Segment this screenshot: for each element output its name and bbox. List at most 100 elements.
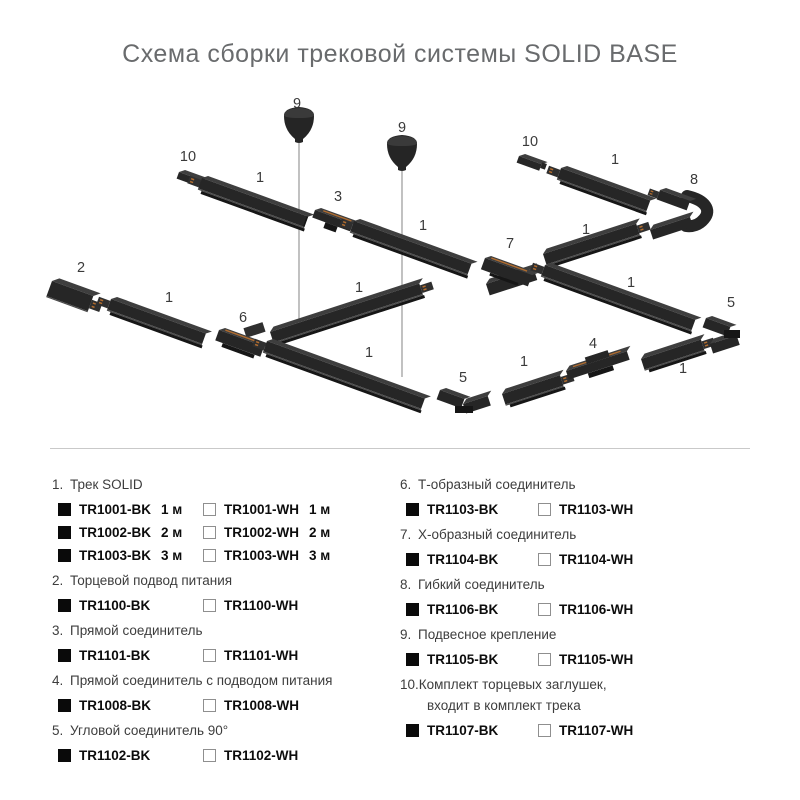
product-code: TR1107-BK xyxy=(427,722,499,738)
legend-section-number: 8. xyxy=(400,577,412,592)
legend-section-title: 5.Угловой соединитель 90° xyxy=(52,722,388,739)
legend-section-name: Т-образный соединитель xyxy=(418,477,576,492)
part-label: 1 xyxy=(355,280,363,296)
product-code: TR1101-BK xyxy=(79,647,151,663)
track xyxy=(339,218,478,279)
track xyxy=(641,334,716,373)
part-label: 1 xyxy=(627,275,635,291)
black-swatch xyxy=(58,548,71,562)
legend-section-number: 6. xyxy=(400,477,412,492)
legend-row: TR1105-BK TR1105-WH xyxy=(406,651,790,667)
product-code: TR1001-WH xyxy=(224,501,300,517)
white-swatch xyxy=(203,502,216,516)
legend-section-name: Подвесное крепление xyxy=(418,627,557,642)
legend-section-corner-connector: 5.Угловой соединитель 90° TR1102-BK TR11… xyxy=(52,722,388,763)
product-code: TR1008-WH xyxy=(224,697,300,713)
part-label: 1 xyxy=(419,218,427,234)
length-value: 3 м xyxy=(309,547,331,563)
part-label: 2 xyxy=(77,260,85,276)
product-code: TR1001-BK xyxy=(79,501,152,517)
corner-connector xyxy=(702,315,741,354)
part-label: 9 xyxy=(293,96,301,112)
legend-section-title: 1.Трек SOLID xyxy=(52,476,388,493)
white-swatch xyxy=(538,552,551,566)
track xyxy=(530,262,702,335)
black-swatch xyxy=(406,502,419,516)
legend-row: TR1101-BK TR1101-WH xyxy=(58,647,388,663)
legend-section-name: Комплект торцевых заглушек, xyxy=(418,677,607,692)
legend-section-name: Торцевой подвод питания xyxy=(70,573,233,588)
legend-section-number: 7. xyxy=(400,527,412,542)
length-value: 2 м xyxy=(309,524,331,540)
legend-section-number: 9. xyxy=(400,627,412,642)
white-swatch xyxy=(538,602,551,616)
legend-row: TR1104-BK TR1104-WH xyxy=(406,551,790,567)
track xyxy=(270,278,434,346)
black-swatch xyxy=(58,502,71,516)
legend-row: TR1100-BK TR1100-WH xyxy=(58,597,388,613)
product-code: TR1003-WH xyxy=(224,547,300,563)
legend-section-pendant-mount: 9. Подвесное крепление TR1105-BK TR1105-W… xyxy=(400,626,790,667)
legend-section-end-caps: 10.Комплект торцевых заглушек, входит в … xyxy=(400,676,790,738)
legend-section-name: Гибкий соединитель xyxy=(418,577,545,592)
t-connector xyxy=(215,322,271,359)
legend-section-number: 2. xyxy=(52,573,64,588)
part-label: 4 xyxy=(589,336,597,352)
product-code: TR1100-BK xyxy=(79,597,151,613)
legend-section-end-power-feed: 2. Торцевой подвод питания TR1100-BK TR11… xyxy=(52,572,388,613)
legend-section-name: Прямой соединитель xyxy=(70,623,203,638)
part-label: 1 xyxy=(611,152,619,168)
part-label: 9 xyxy=(398,120,406,136)
product-code: TR1100-WH xyxy=(224,597,299,613)
end-cap xyxy=(516,153,548,171)
white-swatch xyxy=(203,748,216,762)
track xyxy=(501,369,575,408)
end-power-feed xyxy=(46,278,103,313)
length-value: 2 м xyxy=(161,524,183,540)
part-label: 1 xyxy=(165,290,173,306)
flexible-connector xyxy=(647,187,714,240)
legend-row: TR1002-BK 2 м TR1002-WH 2 м xyxy=(58,524,388,540)
part-label: 3 xyxy=(334,189,342,205)
legend-right-column: 6. Т-образный соединитель TR1103-BK TR110… xyxy=(400,476,790,747)
product-code: TR1002-BK xyxy=(79,524,152,540)
white-swatch xyxy=(203,525,216,539)
white-swatch xyxy=(538,723,551,737)
part-label: 7 xyxy=(506,236,514,252)
legend-section-title: 2. Торцевой подвод питания xyxy=(52,572,388,589)
product-code: TR1103-BK xyxy=(427,501,499,517)
white-swatch xyxy=(203,548,216,562)
legend-section-number: 3. xyxy=(52,623,64,638)
pendant-mount xyxy=(387,135,417,171)
legend-section-straight-connector: 3. Прямой соединитель TR1101-BK TR1101-WH xyxy=(52,622,388,663)
legend-section-flexible-connector: 8.Гибкий соединитель TR1106-BK TR1106-WH xyxy=(400,576,790,617)
corner-connector xyxy=(436,387,492,414)
part-label: 5 xyxy=(727,295,735,311)
power-straight-connector xyxy=(566,345,631,380)
legend-section-t-connector: 6.Т-образный соединитель TR1103-BK TR110… xyxy=(400,476,790,517)
product-code: TR1002-WH xyxy=(224,524,300,540)
assembly-diagram: 9 9 10 1 3 1 10 1 8 7 1 2 1 6 1 1 5 1 5 … xyxy=(46,96,741,414)
product-code: TR1104-BK xyxy=(427,551,499,567)
x-connector xyxy=(480,255,539,296)
legend-section-title: 4.Прямой соединитель с подводом питания xyxy=(52,672,388,689)
legend-row: TR1102-BK TR1102-WH xyxy=(58,747,388,763)
product-code: TR1106-WH xyxy=(559,601,634,617)
part-label: 1 xyxy=(582,222,590,238)
part-label: 8 xyxy=(690,172,698,188)
part-label: 1 xyxy=(520,354,528,370)
track xyxy=(546,165,657,216)
legend-section-power-straight-connector: 4.Прямой соединитель с подводом питания … xyxy=(52,672,388,713)
part-label: 1 xyxy=(365,345,373,361)
legend-section-name: Х-образный соединитель xyxy=(418,527,577,542)
part-label: 6 xyxy=(239,310,247,326)
legend-section-number: 5. xyxy=(52,723,64,738)
legend-section-title: 10.Комплект торцевых заглушек, xyxy=(400,676,790,693)
legend-section-name-line2: входит в комплект трека xyxy=(427,698,581,713)
length-value: 1 м xyxy=(161,501,183,517)
product-code: TR1104-WH xyxy=(559,551,634,567)
track xyxy=(96,296,212,349)
track xyxy=(252,338,431,414)
black-swatch xyxy=(58,648,71,662)
